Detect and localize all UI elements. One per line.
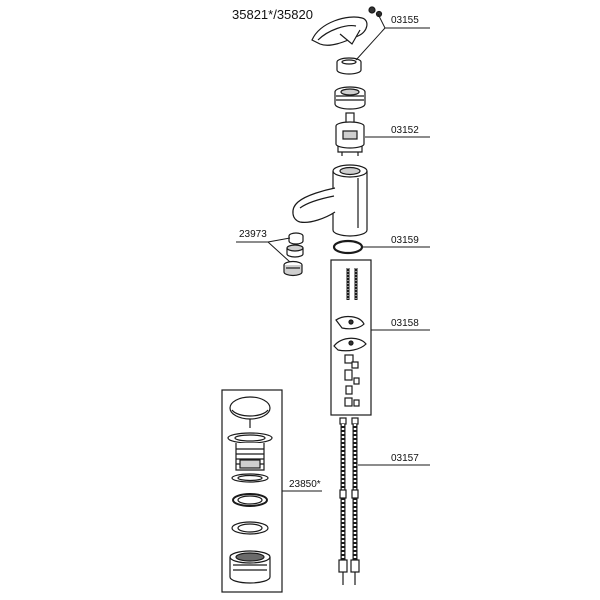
mounting-kit-part bbox=[330, 259, 372, 416]
o-ring-part bbox=[332, 239, 364, 255]
leader-lines bbox=[236, 13, 430, 492]
cartridge-part bbox=[335, 112, 365, 156]
drain-part bbox=[221, 389, 283, 593]
part-label-drain: 23850* bbox=[289, 479, 321, 490]
part-label-aerator: 23973 bbox=[239, 229, 267, 240]
threaded-nut-part bbox=[334, 86, 366, 110]
faucet-body-part bbox=[292, 164, 368, 237]
hoses-part bbox=[338, 417, 360, 585]
part-label-o-ring: 03159 bbox=[391, 235, 419, 246]
model-number-title: 35821*/35820 bbox=[232, 7, 313, 22]
part-label-hoses: 03157 bbox=[391, 453, 419, 464]
part-label-cartridge: 03152 bbox=[391, 125, 419, 136]
part-label-handle: 03155 bbox=[391, 15, 419, 26]
aerator-part bbox=[283, 232, 304, 277]
handle-part bbox=[311, 6, 383, 46]
part-label-mounting-kit: 03158 bbox=[391, 318, 419, 329]
cap-ring-part bbox=[336, 57, 362, 75]
